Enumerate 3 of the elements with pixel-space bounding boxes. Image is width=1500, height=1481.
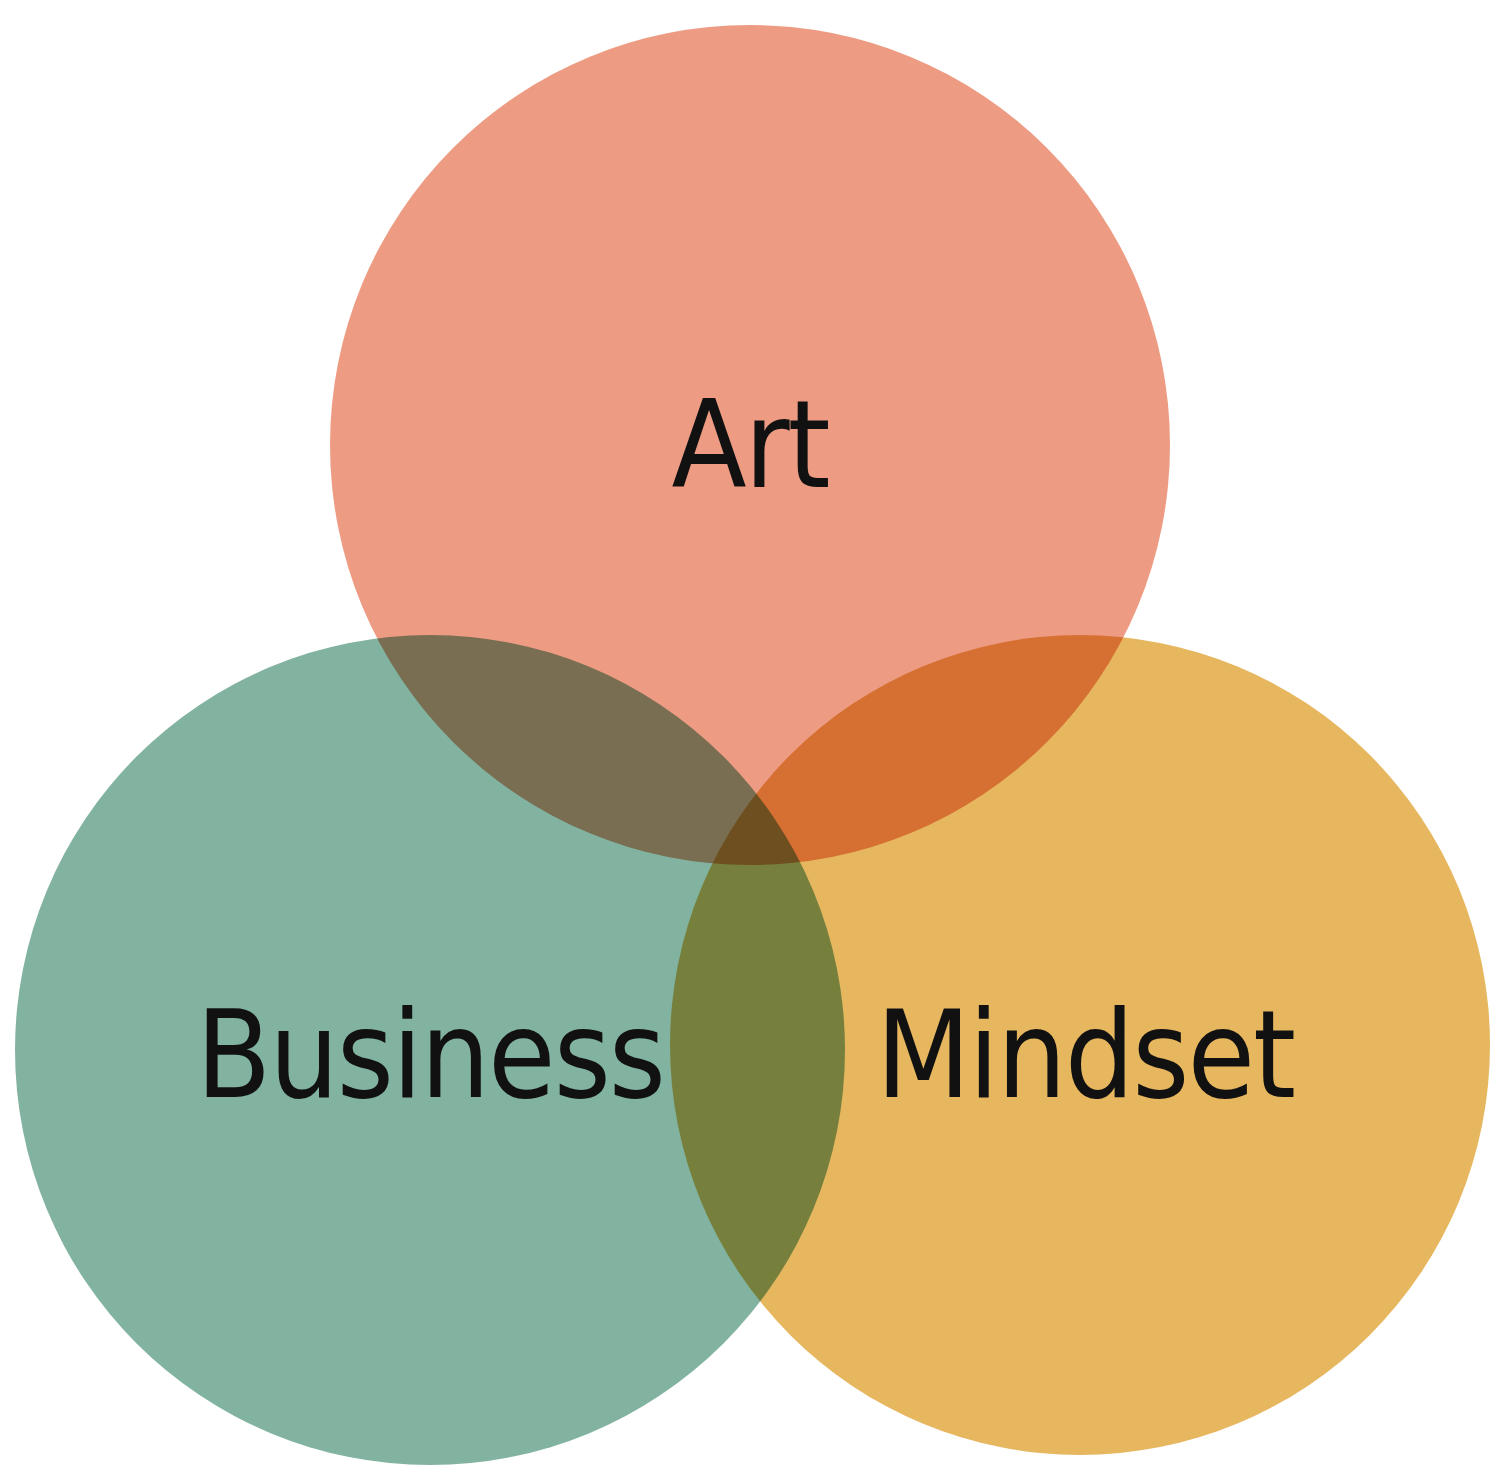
circle-label: Art xyxy=(671,374,829,516)
circle-label: Mindset xyxy=(875,984,1295,1126)
circle-label: Business xyxy=(195,984,665,1126)
